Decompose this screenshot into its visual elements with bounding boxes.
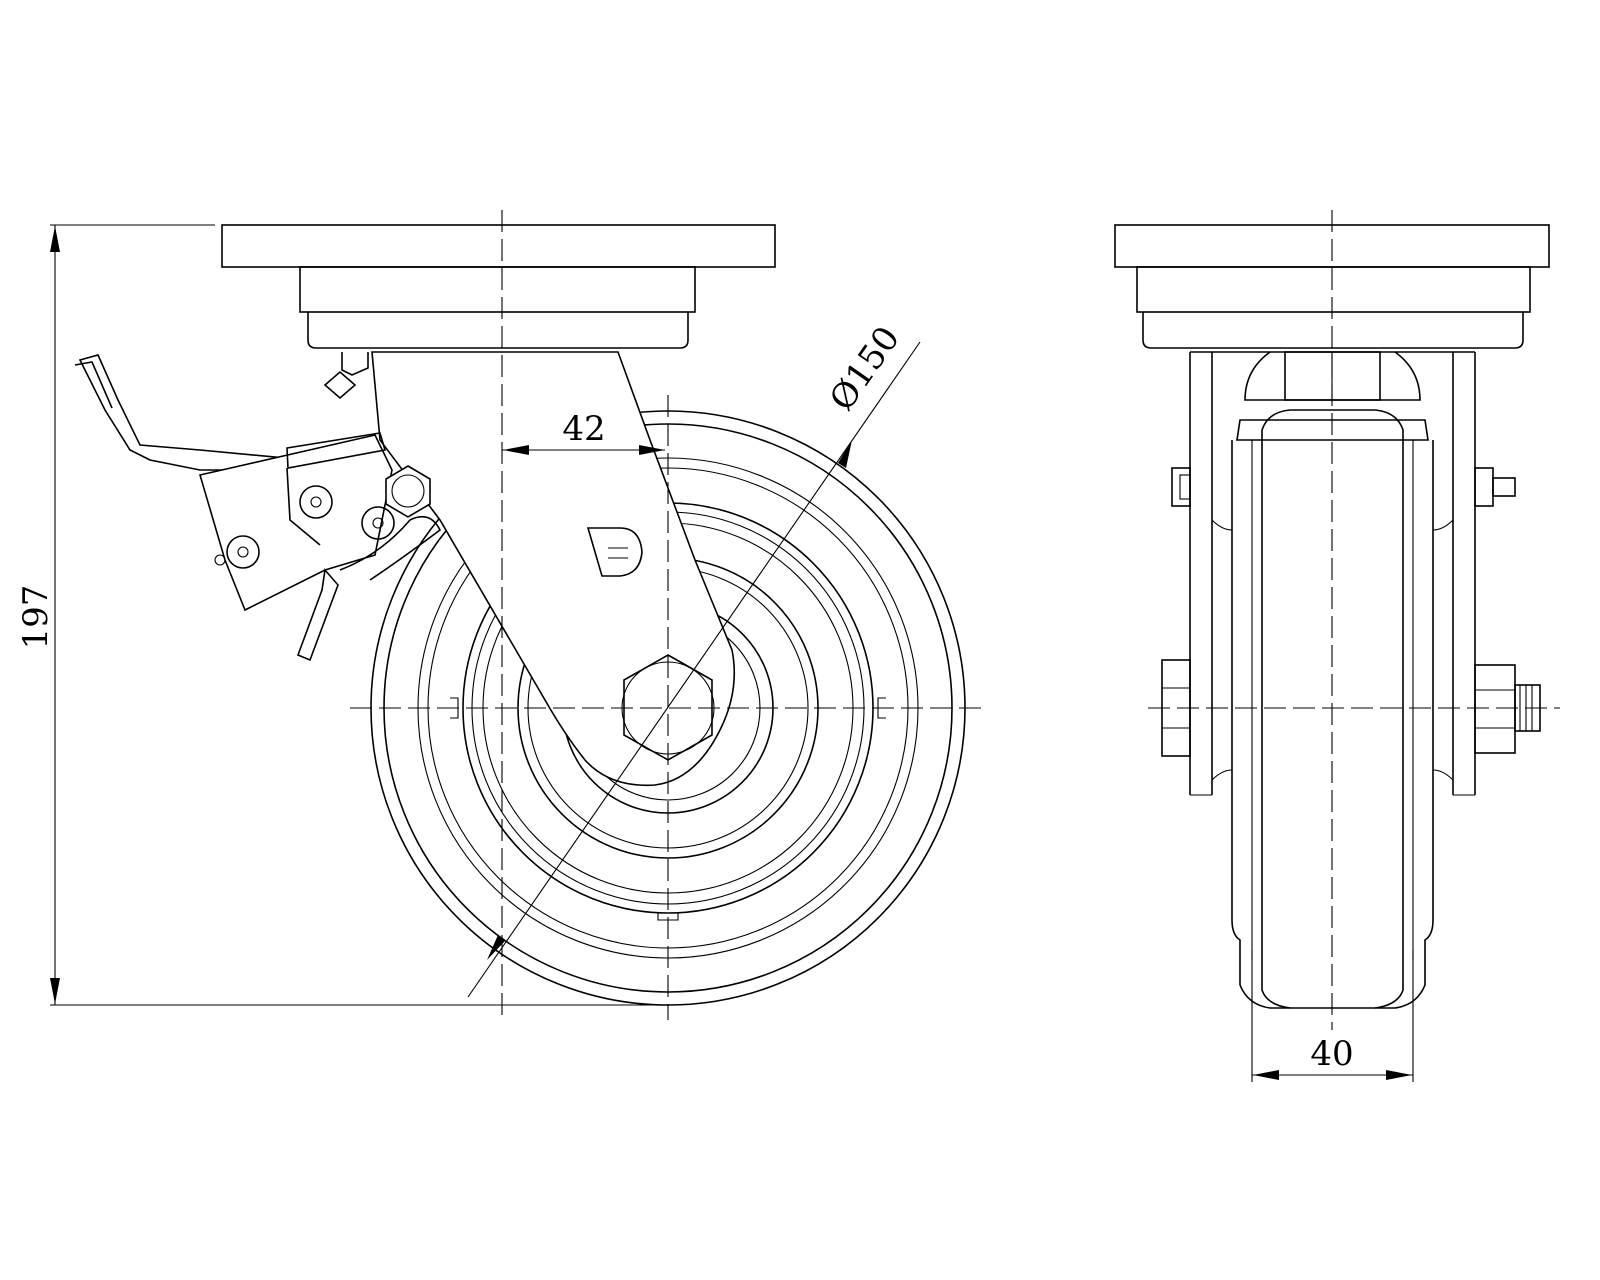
side-centerlines xyxy=(350,210,985,1020)
front-view: 40 xyxy=(1114,210,1560,1082)
front-wheel xyxy=(1211,409,1454,1009)
side-brake-mechanism xyxy=(74,352,442,662)
dim-wheel-width: 40 xyxy=(1251,950,1414,1082)
dim-overall-height-label: 197 xyxy=(16,585,56,650)
front-upper-bolts xyxy=(1171,467,1516,507)
side-mounting-plate xyxy=(221,224,776,349)
dim-wheel-diameter-label: Ø150 xyxy=(822,319,908,418)
front-centerlines xyxy=(1148,210,1560,1030)
side-view: 197 42 Ø150 xyxy=(16,210,985,1020)
dim-offset-label: 42 xyxy=(562,409,605,449)
brand-d-logo-icon xyxy=(586,527,643,577)
dim-wheel-width-label: 40 xyxy=(1310,1034,1353,1074)
dim-overall-height: 197 xyxy=(16,224,660,1006)
dim-offset: 42 xyxy=(502,409,665,455)
